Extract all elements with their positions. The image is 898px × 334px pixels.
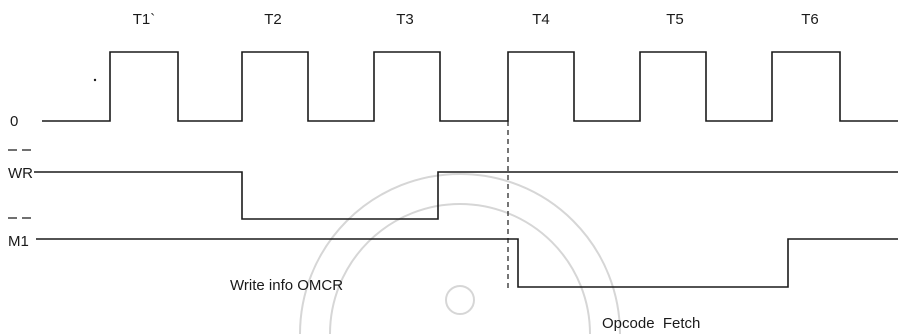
m1-signal-label-group: M1 — [8, 217, 35, 250]
state-label-t3: T3 — [396, 11, 414, 28]
state-labels: T1` T2 T3 T4 T5 T6 — [133, 11, 819, 28]
stray-dot — [93, 78, 97, 82]
state-label-t2: T2 — [264, 11, 282, 28]
clock-waveform — [42, 51, 898, 122]
wr-signal-label: WR — [8, 165, 33, 182]
state-label-t1: T1` — [133, 11, 156, 28]
clock-signal-label: 0 — [10, 113, 18, 130]
write-info-annotation: Write info OMCR — [230, 277, 343, 294]
wr-signal-label-group: WR — [8, 149, 35, 182]
state-label-t4: T4 — [532, 11, 550, 28]
state-label-t6: T6 — [801, 11, 819, 28]
watermark-seal — [299, 173, 621, 334]
wr-waveform — [34, 171, 898, 220]
opcode-fetch-annotation: Opcode Fetch — [602, 315, 700, 332]
m1-waveform — [36, 238, 898, 288]
m1-signal-label: M1 — [8, 233, 29, 250]
state-label-t5: T5 — [666, 11, 684, 28]
